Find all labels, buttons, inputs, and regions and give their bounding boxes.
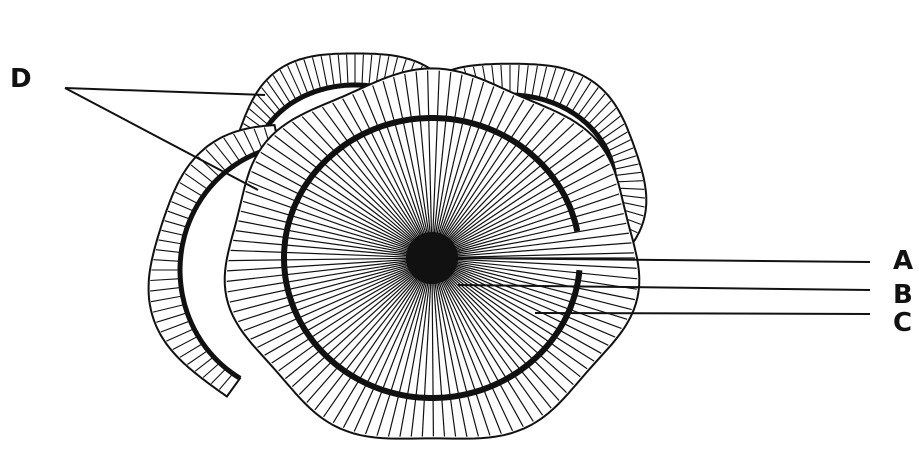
label-c: C — [893, 310, 912, 336]
label-d: D — [10, 66, 32, 92]
label-a: A — [893, 248, 913, 274]
pointer-line-d-upper — [65, 88, 265, 95]
pointer-line-c — [535, 313, 870, 314]
label-b: B — [893, 282, 913, 308]
nucleus-core — [406, 232, 458, 284]
